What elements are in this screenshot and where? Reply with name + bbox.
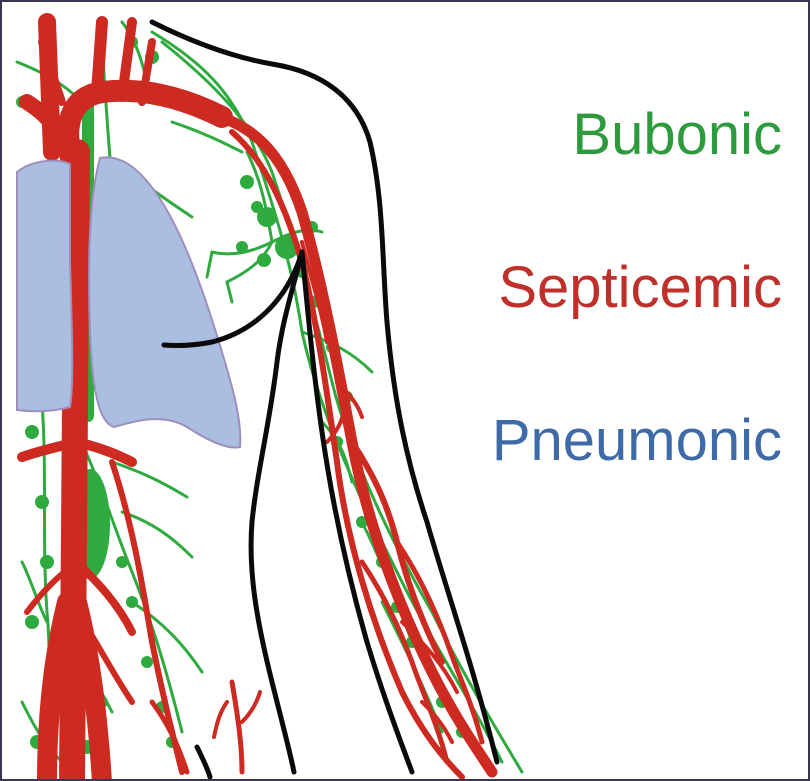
lungs-icon bbox=[16, 156, 242, 449]
blood-vessels-icon bbox=[17, 13, 498, 779]
septicemic-label: Septicemic bbox=[498, 255, 782, 320]
bubonic-label: Bubonic bbox=[572, 102, 782, 167]
pneumonic-label: Pneumonic bbox=[491, 408, 782, 473]
body-outline-icon bbox=[149, 19, 500, 779]
